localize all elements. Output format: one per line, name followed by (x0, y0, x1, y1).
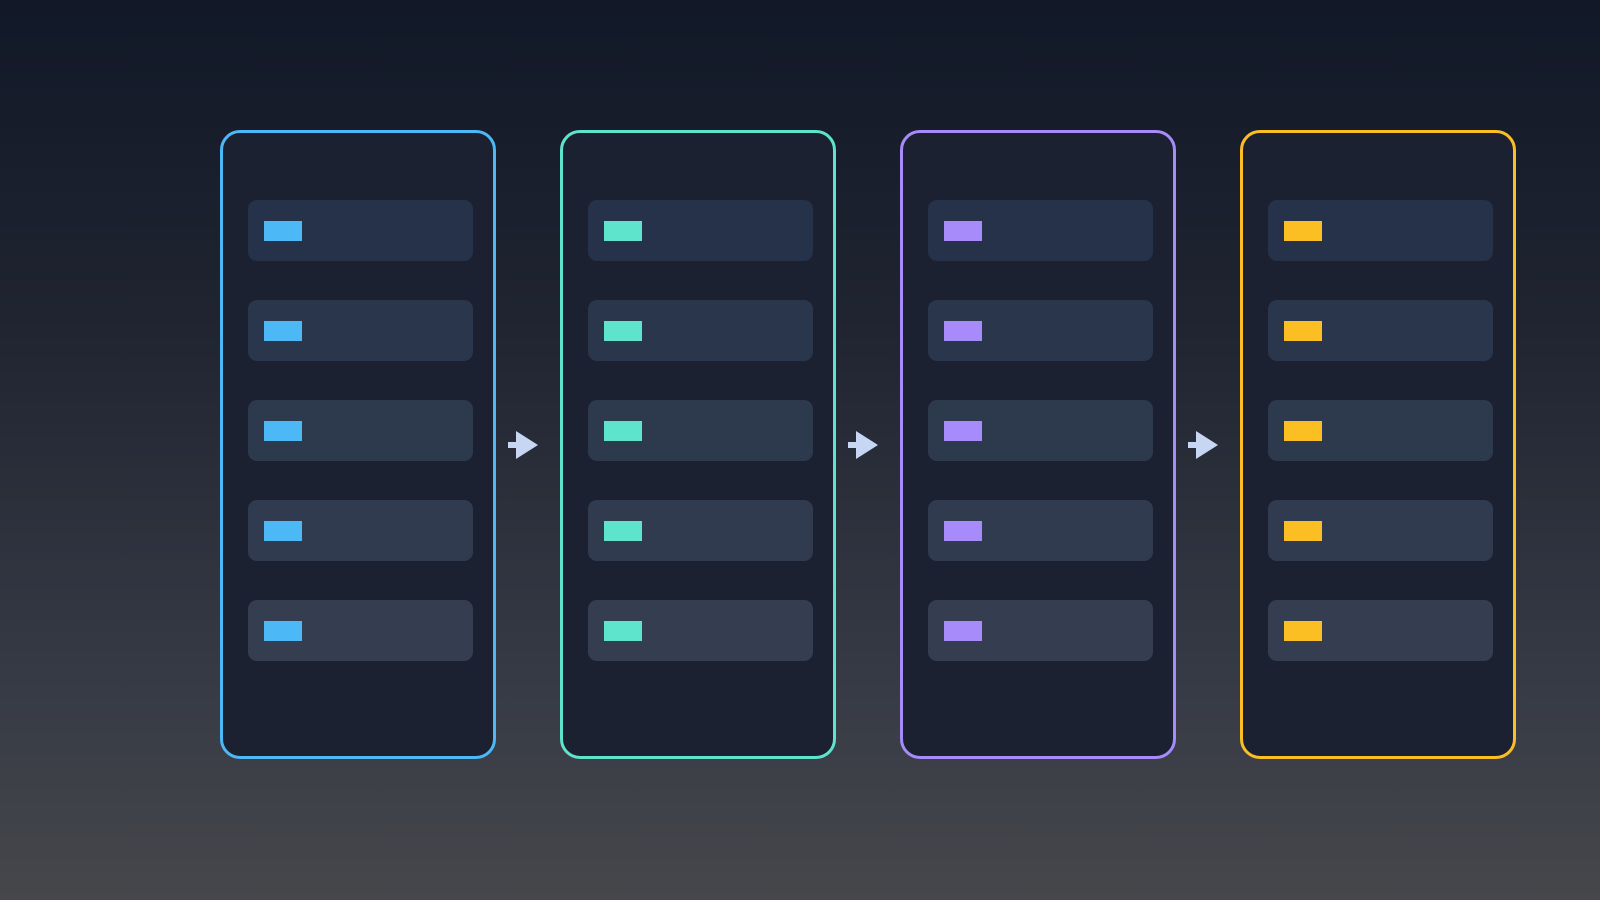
stage-4-card-4 (1268, 500, 1493, 561)
stage-2-card-5 (588, 600, 813, 661)
stage-1-card-1 (248, 200, 473, 261)
stage-4-card-5 (1268, 600, 1493, 661)
color-swatch (264, 521, 302, 541)
arrow-right-icon (848, 431, 878, 459)
stage-4-card-3 (1268, 400, 1493, 461)
color-swatch (264, 621, 302, 641)
stage-1-card-4 (248, 500, 473, 561)
stage-2-card-4 (588, 500, 813, 561)
color-swatch (1284, 221, 1322, 241)
color-swatch (1284, 421, 1322, 441)
stage-2-card-1 (588, 200, 813, 261)
stage-column-3 (900, 130, 1176, 759)
color-swatch (944, 521, 982, 541)
stage-1-card-3 (248, 400, 473, 461)
stage-2-card-2 (588, 300, 813, 361)
stage-4-card-1 (1268, 200, 1493, 261)
color-swatch (944, 421, 982, 441)
color-swatch (1284, 521, 1322, 541)
color-swatch (604, 421, 642, 441)
stage-column-2 (560, 130, 836, 759)
color-swatch (944, 321, 982, 341)
color-swatch (944, 221, 982, 241)
stage-2-card-3 (588, 400, 813, 461)
color-swatch (264, 321, 302, 341)
color-swatch (604, 621, 642, 641)
color-swatch (604, 521, 642, 541)
color-swatch (1284, 621, 1322, 641)
stage-4-card-2 (1268, 300, 1493, 361)
stage-1-card-5 (248, 600, 473, 661)
stage-column-1 (220, 130, 496, 759)
color-swatch (264, 221, 302, 241)
color-swatch (264, 421, 302, 441)
color-swatch (1284, 321, 1322, 341)
stage-column-4 (1240, 130, 1516, 759)
stage-3-card-2 (928, 300, 1153, 361)
stage-3-card-4 (928, 500, 1153, 561)
color-swatch (944, 621, 982, 641)
stage-3-card-5 (928, 600, 1153, 661)
stage-3-card-3 (928, 400, 1153, 461)
color-swatch (604, 221, 642, 241)
stage-1-card-2 (248, 300, 473, 361)
color-swatch (604, 321, 642, 341)
stage-3-card-1 (928, 200, 1153, 261)
arrow-right-icon (508, 431, 538, 459)
arrow-right-icon (1188, 431, 1218, 459)
